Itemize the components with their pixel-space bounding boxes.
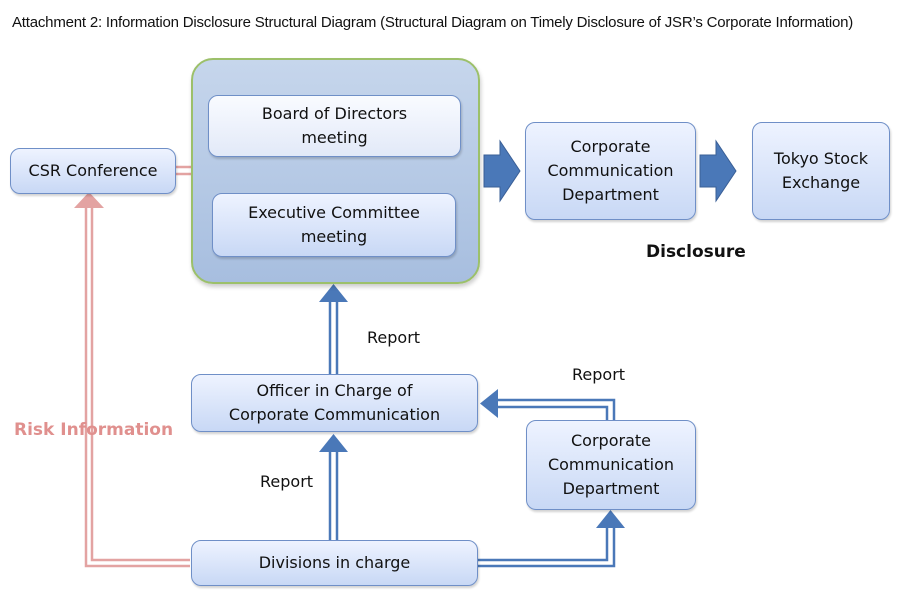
report-right-label: Report <box>572 365 626 384</box>
corporate-communication-department-top-box: Corporate Communication Department <box>525 122 696 220</box>
report-lower-label: Report <box>260 472 314 491</box>
corporate-communication-department-bottom-box: Corporate Communication Department <box>526 420 696 510</box>
diagram-title: Attachment 2: Information Disclosure Str… <box>12 14 854 31</box>
executive-committee-meeting-label: Executive Committee meeting <box>248 203 420 246</box>
disclosure-arrow-2 <box>699 139 737 203</box>
officer-right-arrowhead <box>480 389 498 418</box>
group-arrowhead <box>319 284 348 302</box>
corporate-communication-department-bottom-label: Corporate Communication Department <box>547 431 675 498</box>
risk-arrowhead <box>74 192 104 208</box>
executive-committee-meeting-box: Executive Committee meeting <box>212 193 456 257</box>
divisions-in-charge-box: Divisions in charge <box>191 540 478 586</box>
divisions-in-charge-label: Divisions in charge <box>258 553 411 572</box>
disclosure-arrow-1 <box>483 139 521 203</box>
tokyo-stock-exchange-box: Tokyo Stock Exchange <box>752 122 890 220</box>
corporate-communication-department-top-label: Corporate Communication Department <box>547 137 674 204</box>
officer-arrowhead <box>319 434 348 452</box>
report-upper-label: Report <box>367 328 421 347</box>
disclosure-label: Disclosure <box>646 242 746 262</box>
divisions-to-corpcomm-connector <box>478 526 616 568</box>
risk-information-connector <box>84 206 190 568</box>
csr-to-group-connector <box>176 165 192 176</box>
divisions-to-officer-connector <box>328 450 339 540</box>
corpcomm-to-officer-connector <box>496 398 616 420</box>
tokyo-stock-exchange-label: Tokyo Stock Exchange <box>773 149 869 192</box>
risk-information-label: Risk Information <box>14 420 174 440</box>
csr-conference-label: CSR Conference <box>28 161 158 180</box>
corpcomm-bottom-arrowhead <box>596 510 625 528</box>
officer-in-charge-box: Officer in Charge of Corporate Communica… <box>191 374 478 432</box>
board-of-directors-meeting-box: Board of Directors meeting <box>208 95 461 157</box>
officer-to-group-connector <box>328 302 339 374</box>
officer-in-charge-label: Officer in Charge of Corporate Communica… <box>228 381 441 424</box>
board-of-directors-meeting-label: Board of Directors meeting <box>261 104 408 147</box>
csr-conference-box: CSR Conference <box>10 148 176 194</box>
